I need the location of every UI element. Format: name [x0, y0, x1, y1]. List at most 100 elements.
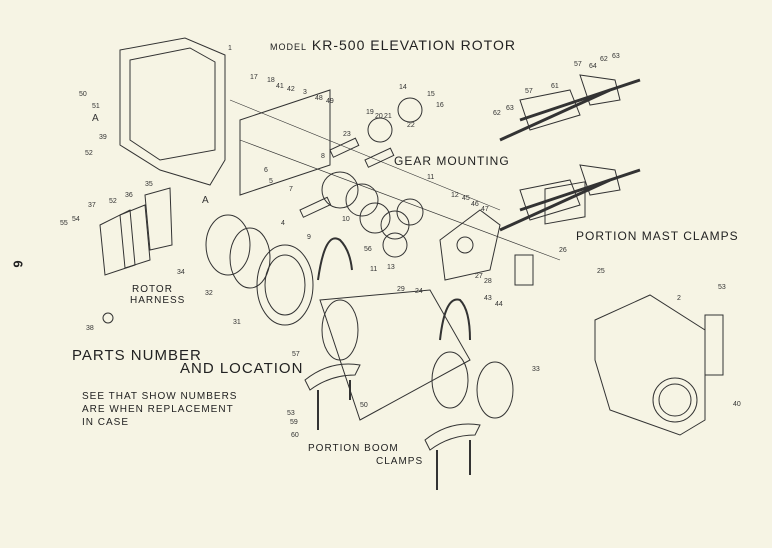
boom-clamps-label-2: CLAMPS: [376, 456, 424, 467]
part-number: 8: [321, 153, 325, 160]
gear-mounting-label: GEAR MOUNTING: [394, 154, 510, 168]
part-number: 41: [276, 83, 284, 90]
section-marker: A: [92, 113, 99, 124]
part-number: 52: [85, 150, 93, 157]
part-number: 22: [407, 122, 415, 129]
part-number: 51: [92, 103, 100, 110]
front-plate: [439, 209, 501, 281]
part-number: 64: [589, 63, 597, 70]
part-number: 24: [415, 288, 423, 295]
page-number: 6: [10, 260, 26, 269]
part-number: 1: [228, 45, 232, 52]
part-number: 53: [718, 284, 726, 291]
part-number: 33: [532, 366, 540, 373]
part-number: 21: [384, 113, 392, 120]
note-line: SEE THAT SHOW NUMBERS: [82, 391, 238, 402]
parts-heading-1: PARTS NUMBER: [72, 347, 202, 364]
part-number: 34: [177, 269, 185, 276]
part-number: 39: [99, 134, 107, 141]
part-number: 11: [370, 266, 378, 273]
part-number: 3: [303, 89, 307, 96]
part-number: 60: [291, 432, 299, 439]
section-marker: A: [202, 195, 209, 206]
part-number: 52: [109, 198, 117, 205]
part-number: 13: [387, 264, 395, 271]
model-name: KR-500 ELEVATION ROTOR: [311, 37, 516, 53]
part-number: 37: [88, 202, 96, 209]
part-number: 55: [60, 220, 68, 227]
mast-clamps: [499, 74, 641, 232]
mast-clamps-label: PORTION MAST CLAMPS: [576, 229, 739, 243]
part-number: 62: [493, 110, 501, 117]
part-number: 5: [269, 178, 273, 185]
boom-tube: [317, 237, 514, 421]
note-line: ARE WHEN REPLACEMENT: [82, 404, 234, 415]
part-number: 63: [506, 105, 514, 112]
part-number: 9: [307, 234, 311, 241]
note-line: IN CASE: [82, 417, 130, 428]
part-number: 50: [79, 91, 87, 98]
part-number: 45: [462, 195, 470, 202]
part-number: 4: [281, 220, 285, 227]
part-number: 7: [289, 186, 293, 193]
part-number: 15: [427, 91, 435, 98]
part-number: 57: [525, 88, 533, 95]
part-number: 59: [290, 419, 298, 426]
part-number: 38: [86, 325, 94, 332]
part-number: 16: [436, 102, 444, 109]
harness-connector: [99, 187, 173, 276]
gear-plate: [229, 89, 561, 261]
part-number: 56: [364, 246, 372, 253]
part-number: 44: [495, 301, 503, 308]
part-number: 26: [559, 247, 567, 254]
part-number: 12: [451, 192, 459, 199]
front-cover: [594, 294, 724, 436]
part-number: 62: [600, 56, 608, 63]
part-number: 23: [343, 131, 351, 138]
part-number: 2: [677, 295, 681, 302]
part-number: 36: [125, 192, 133, 199]
part-number: 57: [292, 351, 300, 358]
rotor-harness-label-2: HARNESS: [130, 295, 186, 306]
page-title: MODEL KR-500 ELEVATION ROTOR: [270, 38, 516, 52]
part-number: 43: [484, 295, 492, 302]
part-number: 48: [315, 95, 323, 102]
gears: [321, 97, 424, 258]
part-number: 18: [267, 77, 275, 84]
replacement-note: SEE THAT SHOW NUMBERS ARE WHEN REPLACEME…: [82, 390, 237, 429]
part-number: 47: [481, 206, 489, 213]
bearing-rings: [205, 214, 314, 326]
part-number: 17: [250, 74, 258, 81]
part-number: 11: [427, 174, 435, 181]
part-number: 29: [397, 286, 405, 293]
motor: [514, 181, 586, 286]
part-number: 42: [287, 86, 295, 93]
part-number: 6: [264, 167, 268, 174]
part-number: 53: [287, 410, 295, 417]
part-number: 31: [233, 319, 241, 326]
part-number: 27: [475, 273, 483, 280]
part-number: 28: [484, 278, 492, 285]
part-number: 54: [72, 216, 80, 223]
rotor-harness-label-1: ROTOR: [132, 284, 173, 295]
part-number: 49: [326, 98, 334, 105]
part-number: 19: [366, 109, 374, 116]
rear-housing: [119, 37, 226, 186]
part-number: 32: [205, 290, 213, 297]
part-number: 25: [597, 268, 605, 275]
part-number: 35: [145, 181, 153, 188]
part-number: 50: [360, 402, 368, 409]
part-number: 61: [551, 83, 559, 90]
part-number: 20: [375, 113, 383, 120]
boom-clamps-label-1: PORTION BOOM: [308, 443, 399, 454]
part-number: 57: [574, 61, 582, 68]
boom-clamps: [304, 363, 481, 490]
model-prefix: MODEL: [270, 42, 308, 52]
part-number: 10: [342, 216, 350, 223]
part-number: 63: [612, 53, 620, 60]
parts-heading-2: AND LOCATION: [180, 360, 304, 377]
part-number: 40: [733, 401, 741, 408]
shafts: [299, 137, 395, 218]
part-number: 46: [471, 201, 479, 208]
